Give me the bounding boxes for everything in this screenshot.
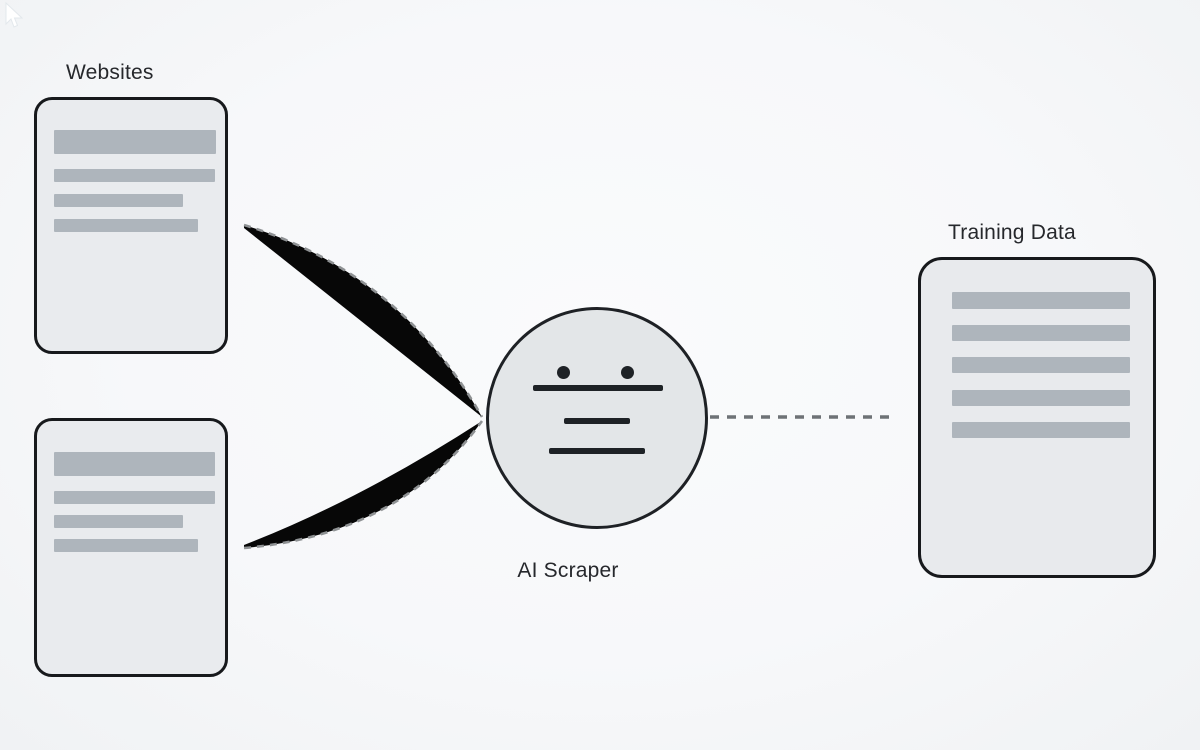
text-line-placeholder bbox=[952, 390, 1130, 406]
label-websites: Websites bbox=[66, 61, 154, 84]
website-card-top bbox=[34, 97, 228, 354]
label-training-data: Training Data bbox=[948, 221, 1076, 244]
training-data-card bbox=[918, 257, 1156, 578]
scraper-line-bottom-icon bbox=[549, 448, 645, 454]
text-line-placeholder bbox=[952, 292, 1130, 309]
arrow-websites-top-dashed-edge bbox=[243, 223, 484, 418]
text-line-placeholder bbox=[54, 194, 183, 207]
text-line-placeholder bbox=[54, 491, 215, 504]
mouse-cursor-icon bbox=[5, 1, 24, 28]
scraper-line-top-icon bbox=[533, 385, 663, 391]
arrow-websites-bottom-to-scraper bbox=[244, 421, 482, 548]
scraper-eye-left-icon bbox=[557, 366, 570, 379]
scraper-line-middle-icon bbox=[564, 418, 630, 424]
text-line-placeholder bbox=[952, 325, 1130, 341]
text-line-placeholder bbox=[54, 515, 183, 528]
text-line-placeholder bbox=[54, 169, 215, 182]
text-line-placeholder bbox=[54, 452, 215, 476]
text-line-placeholder bbox=[54, 539, 198, 552]
label-ai-scraper: AI Scraper bbox=[517, 559, 619, 582]
arrow-websites-top-to-scraper bbox=[244, 225, 482, 417]
website-card-bottom bbox=[34, 418, 228, 677]
scraper-eye-right-icon bbox=[621, 366, 634, 379]
ai-scraper-node bbox=[486, 307, 708, 529]
text-line-placeholder bbox=[952, 422, 1130, 438]
text-line-placeholder bbox=[54, 130, 216, 154]
text-line-placeholder bbox=[54, 219, 198, 232]
arrow-websites-bottom-dashed-edge bbox=[243, 420, 484, 550]
text-line-placeholder bbox=[952, 357, 1130, 373]
